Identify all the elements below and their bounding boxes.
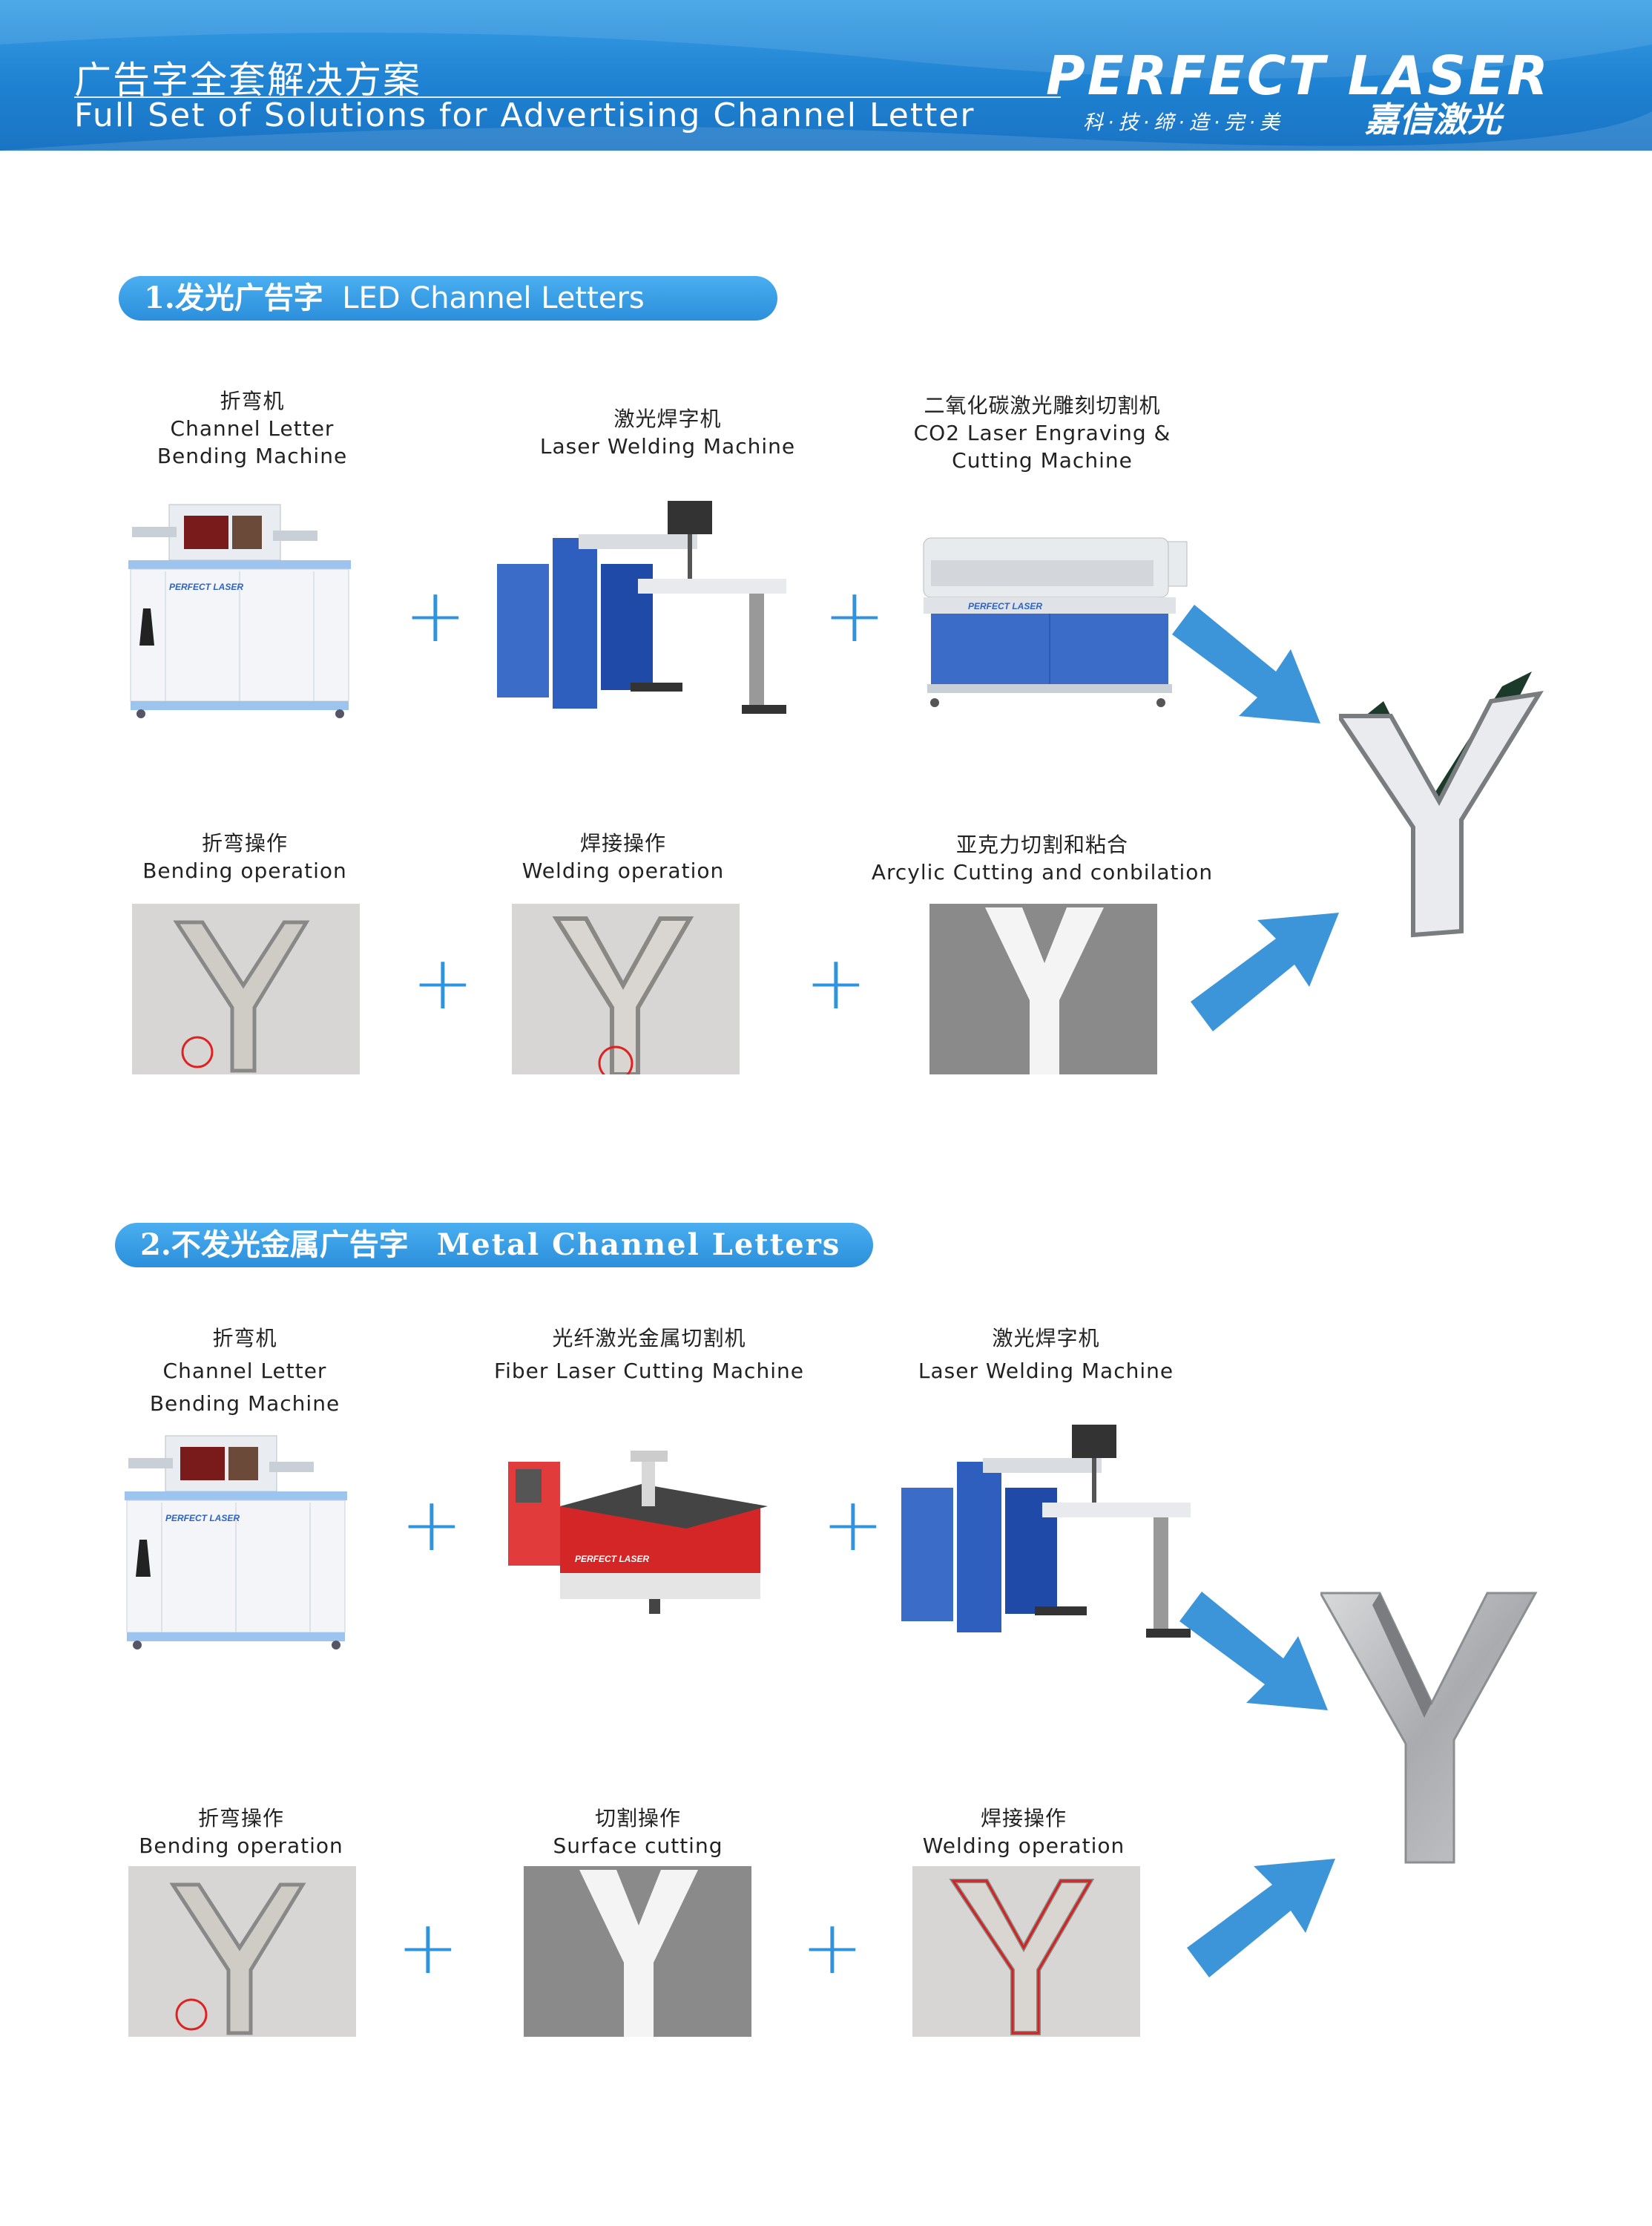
s2-op2-cn: 切割操作	[594, 1806, 681, 1831]
plus-icon: +	[404, 572, 467, 659]
s1-machine3-caption: 二氧化碳激光雕刻切割机 CO2 Laser Engraving & Cuttin…	[875, 392, 1209, 474]
section1-title-en: LED Channel Letters	[342, 281, 645, 315]
s1-op3-cn: 亚克力切割和粘合	[955, 833, 1128, 857]
s2-op3-caption: 焊接操作 Welding operation	[898, 1805, 1150, 1859]
s2-machine2-caption: 光纤激光金属切割机 Fiber Laser Cutting Machine	[475, 1322, 823, 1388]
s2-op1-en: Bending operation	[139, 1833, 343, 1858]
header-title-en: Full Set of Solutions for Advertising Ch…	[74, 96, 975, 134]
header-divider	[74, 96, 1061, 98]
header-wave-graphic	[0, 0, 1652, 151]
welding-operation-photo	[912, 1866, 1140, 2037]
s1-op3-caption: 亚克力切割和粘合 Arcylic Cutting and conbilation	[849, 831, 1235, 886]
bending-machine-image: PERFECT LASER	[128, 504, 351, 718]
co2-laser-machine-image: PERFECT LASER	[923, 537, 1188, 707]
fiber-laser-cutting-machine-image: PERFECT LASER	[508, 1451, 768, 1614]
s1-op1-en: Bending operation	[142, 858, 347, 883]
s1-m3-cn: 二氧化碳激光雕刻切割机	[924, 393, 1161, 418]
s2-m1-label: PERFECT LASER	[165, 1513, 240, 1523]
s1-m1-en1: Channel Letter	[170, 416, 335, 441]
plus-icon: +	[401, 1481, 463, 1568]
s2-m3-cn: 激光焊字机	[992, 1326, 1100, 1350]
s2-op2-en: Surface cutting	[553, 1833, 723, 1858]
s1-m2-en1: Laser Welding Machine	[539, 434, 796, 459]
s1-m3-en1: CO2 Laser Engraving &	[913, 421, 1171, 445]
s1-m1-label: PERFECT LASER	[169, 582, 243, 592]
section1-title-pill: 1.发光广告字 LED Channel Letters	[119, 276, 777, 321]
s1-m3-label: PERFECT LASER	[968, 601, 1042, 611]
plus-icon: +	[801, 1904, 863, 1991]
section2-title-en: Metal Channel Letters	[436, 1227, 841, 1262]
arrow-up-right-icon	[1191, 913, 1339, 1031]
s2-m2-label: PERFECT LASER	[575, 1554, 649, 1564]
s2-m2-en1: Fiber Laser Cutting Machine	[494, 1359, 804, 1383]
acrylic-cutting-photo	[929, 904, 1157, 1074]
plus-icon: +	[412, 939, 474, 1026]
s2-machine3-caption: 激光焊字机 Laser Welding Machine	[890, 1322, 1202, 1388]
bending-operation-photo	[132, 904, 360, 1074]
metal-channel-letter-y-image	[1320, 1592, 1538, 1864]
s2-m1-en2: Bending Machine	[149, 1391, 340, 1416]
s2-op3-cn: 焊接操作	[980, 1806, 1067, 1831]
s1-m1-cn: 折弯机	[220, 389, 285, 413]
s1-machine2-caption: 激光焊字机 Laser Welding Machine	[504, 405, 831, 460]
led-channel-letter-y-image	[1339, 672, 1544, 938]
s2-m1-cn: 折弯机	[212, 1326, 277, 1350]
s1-m3-en2: Cutting Machine	[952, 448, 1133, 473]
laser-welding-machine-image	[497, 501, 786, 714]
s1-m1-en2: Bending Machine	[157, 444, 348, 468]
laser-welding-machine-image	[901, 1425, 1191, 1638]
s2-op3-en: Welding operation	[922, 1833, 1125, 1858]
welding-operation-photo	[512, 904, 740, 1074]
s2-op1-cn: 折弯操作	[197, 1806, 284, 1831]
bending-machine-image: PERFECT LASER	[125, 1435, 347, 1649]
section1-title-cn: 1.发光广告字	[144, 280, 323, 315]
arrow-up-right-icon	[1187, 1859, 1335, 1977]
plus-icon: +	[822, 1481, 884, 1568]
section2-title-cn: 2.不发光金属广告字	[140, 1227, 409, 1262]
s1-m2-cn: 激光焊字机	[613, 407, 722, 431]
s2-m3-en1: Laser Welding Machine	[918, 1359, 1174, 1383]
s1-op2-caption: 焊接操作 Welding operation	[493, 830, 753, 884]
arrow-down-right-icon	[1179, 1592, 1328, 1710]
header-banner	[0, 0, 1652, 151]
s1-op1-cn: 折弯操作	[201, 831, 288, 856]
plus-icon: +	[823, 572, 886, 659]
arrow-down-right-icon	[1172, 605, 1320, 723]
s2-m2-cn: 光纤激光金属切割机	[552, 1326, 746, 1350]
section2-title-pill: 2.不发光金属广告字 Metal Channel Letters	[115, 1223, 873, 1267]
s2-op1-caption: 折弯操作 Bending operation	[111, 1805, 371, 1859]
brand-logo-text: PERFECT LASER	[1046, 45, 1550, 107]
s2-m1-en1: Channel Letter	[162, 1359, 327, 1383]
plus-icon: +	[397, 1904, 459, 1991]
s2-machine1-caption: 折弯机 Channel Letter Bending Machine	[111, 1322, 378, 1420]
s1-op1-caption: 折弯操作 Bending operation	[119, 830, 371, 884]
s1-op2-cn: 焊接操作	[579, 831, 666, 856]
surface-cutting-photo	[524, 1866, 751, 2037]
s1-op3-en: Arcylic Cutting and conbilation	[871, 860, 1214, 884]
plus-icon: +	[805, 939, 867, 1026]
s1-op2-en: Welding operation	[521, 858, 725, 883]
brand-slogan: 科·技·缔·造·完·美	[1083, 111, 1284, 134]
bending-operation-photo	[128, 1866, 356, 2037]
s2-op2-caption: 切割操作 Surface cutting	[512, 1805, 764, 1859]
brand-name-cn: 嘉信激光	[1365, 99, 1501, 139]
header-title-cn: 广告字全套解决方案	[74, 59, 421, 102]
s1-machine1-caption: 折弯机 Channel Letter Bending Machine	[119, 387, 386, 470]
